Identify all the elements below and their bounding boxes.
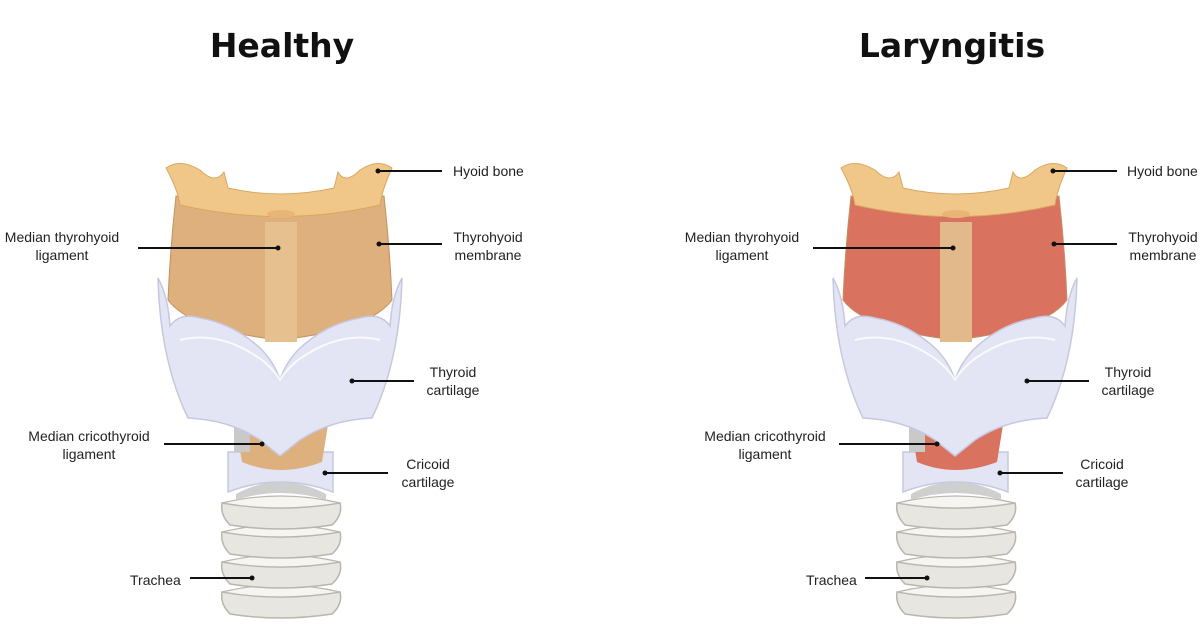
- leader-dot: [924, 575, 930, 581]
- label-median-thyrohyoid-ligament: Median thyrohyoid ligament: [4, 229, 120, 263]
- leader-dot: [249, 575, 255, 581]
- panel-healthy: Healthy Hyoid bone Thyrohyoid membrane M…: [4, 26, 524, 619]
- tracheal-ring: [220, 524, 342, 559]
- panel-laryngitis: Laryngitis Hyoid bone Thyrohyoid membran…: [675, 0, 1200, 628]
- tracheal-ring: [220, 554, 342, 589]
- label-thyroid-cartilage: Thyroid cartilage: [1101, 364, 1155, 398]
- leader-dot: [1024, 378, 1030, 384]
- leader-dot: [950, 245, 956, 251]
- thyroid-cartilage: [832, 277, 1078, 457]
- panel-title: Laryngitis: [858, 26, 1046, 65]
- thyroid-cartilage: [157, 277, 403, 457]
- label-cricoid-cartilage: Cricoid cartilage: [1075, 456, 1129, 490]
- cricoid-arch: [236, 482, 326, 500]
- tracheal-ring: [220, 495, 342, 530]
- median-thyrohyoid-band: [940, 222, 972, 342]
- median-thyrohyoid-band: [265, 222, 297, 342]
- label-hyoid-bone: Hyoid bone: [453, 163, 524, 179]
- hyoid-center: [942, 210, 970, 218]
- label-trachea: Trachea: [130, 572, 181, 588]
- leader-dot: [375, 168, 381, 174]
- tracheal-ring: [895, 584, 1017, 619]
- leader-dot: [349, 378, 355, 384]
- leader-dot: [322, 470, 328, 476]
- label-trachea: Trachea: [806, 572, 857, 588]
- hyoid-bone: [840, 163, 1068, 217]
- label-median-cricothyroid-ligament: Median cricothyroid ligament: [28, 428, 150, 462]
- larynx-illustration: [138, 163, 442, 619]
- thyroid-highlight: [179, 336, 381, 383]
- leader-dot: [934, 441, 940, 447]
- label-thyrohyoid-membrane: Thyrohyoid membrane: [453, 229, 523, 263]
- tracheal-ring: [895, 495, 1017, 530]
- tracheal-ring: [895, 524, 1017, 559]
- label-thyroid-cartilage: Thyroid cartilage: [426, 364, 480, 398]
- label-thyrohyoid-membrane: Thyrohyoid membrane: [1128, 229, 1198, 263]
- label-cricoid-cartilage: Cricoid cartilage: [401, 456, 455, 490]
- panel-title: Healthy: [209, 26, 355, 65]
- label-median-thyrohyoid-ligament: Median thyrohyoid ligament: [684, 229, 800, 263]
- tracheal-ring: [895, 554, 1017, 589]
- hyoid-bone: [165, 163, 393, 217]
- label-median-cricothyroid-ligament: Median cricothyroid ligament: [704, 428, 826, 462]
- leader-dot: [997, 470, 1003, 476]
- thyroid-highlight: [854, 336, 1056, 383]
- leader-dot: [1051, 241, 1057, 247]
- leader-dot: [259, 441, 265, 447]
- cricoid-arch: [911, 482, 1001, 500]
- larynx-illustration: [813, 163, 1117, 619]
- label-hyoid-bone: Hyoid bone: [1127, 163, 1198, 179]
- leader-dot: [275, 245, 281, 251]
- tracheal-ring: [220, 584, 342, 619]
- hyoid-center: [267, 210, 295, 218]
- leader-dot: [376, 241, 382, 247]
- leader-dot: [1050, 168, 1056, 174]
